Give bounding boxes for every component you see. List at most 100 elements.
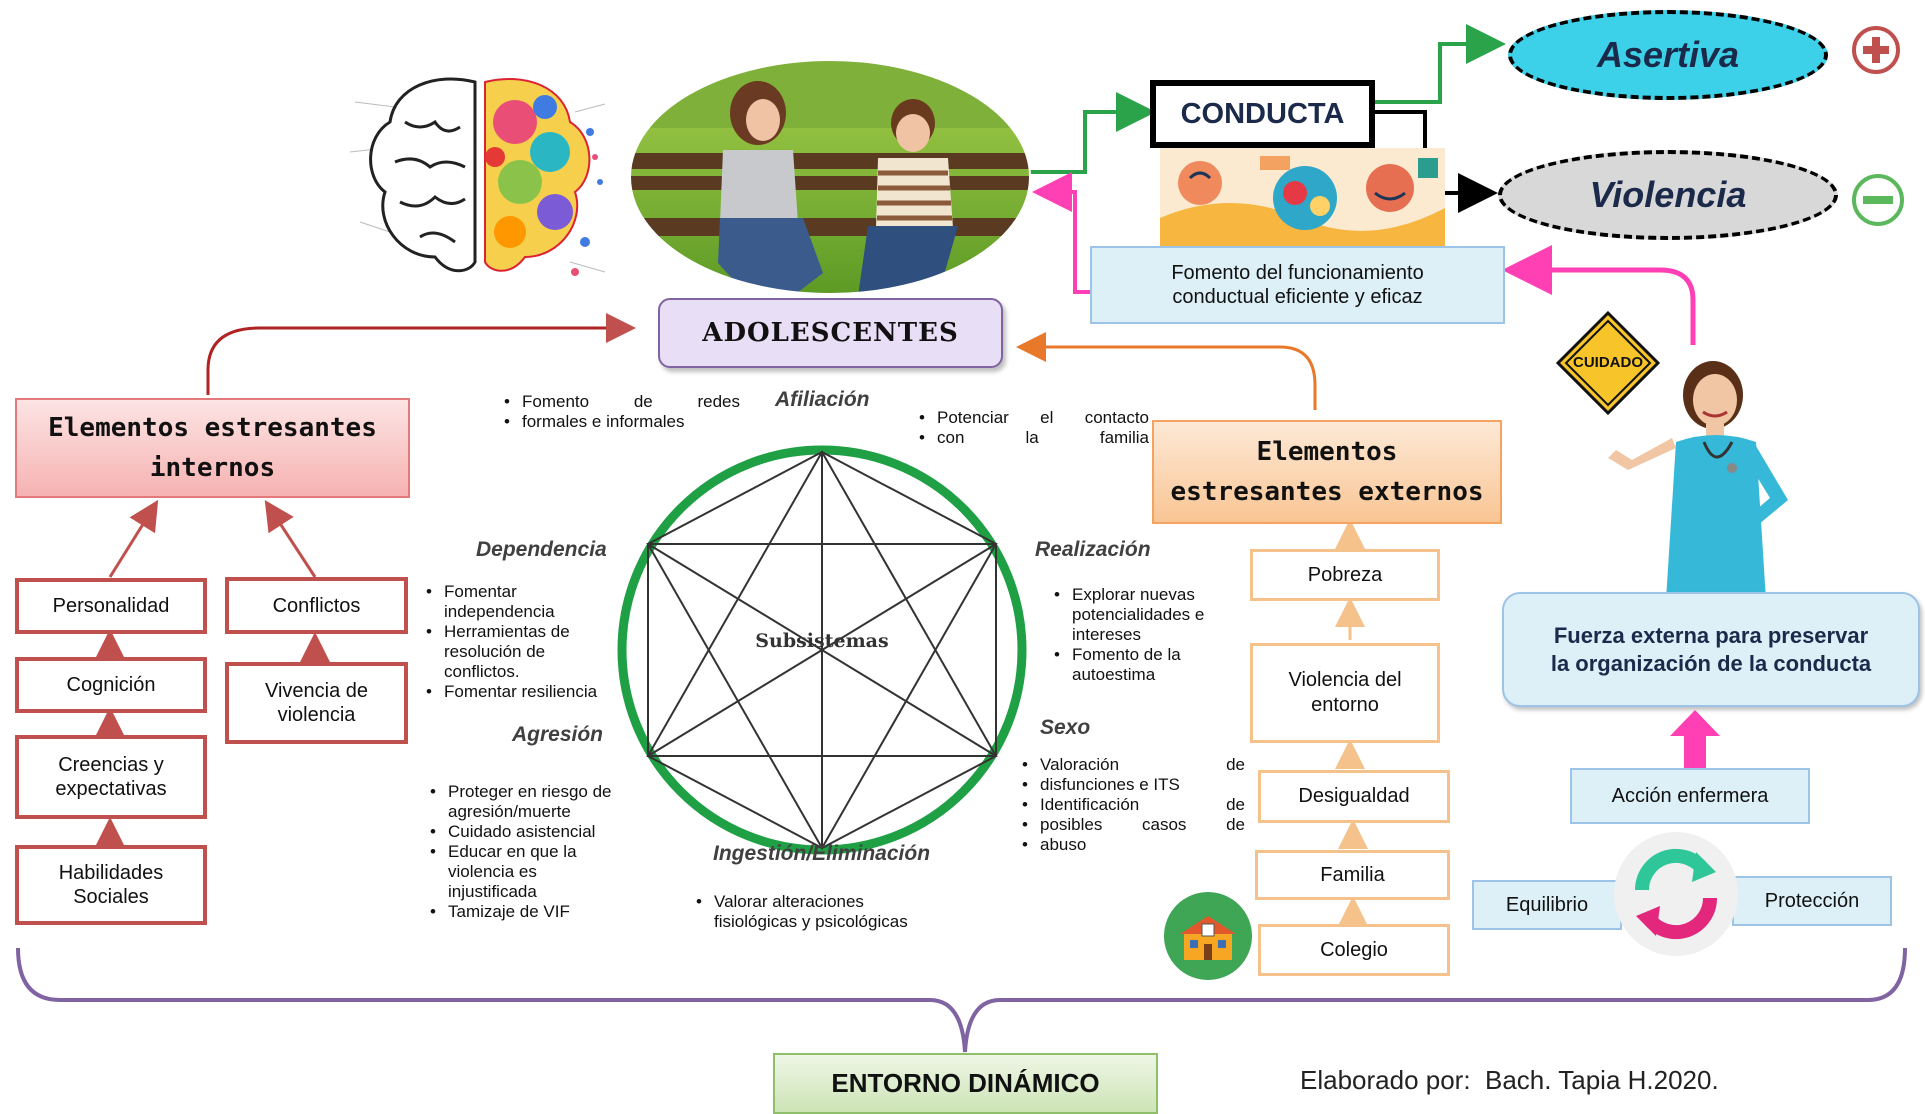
list-item: Cuidado asistencial: [430, 822, 658, 842]
asertiva-label: Asertiva: [1596, 34, 1740, 75]
conflictos-box: Conflictos: [225, 577, 408, 634]
accion-enfermera-box: Acción enfermera: [1570, 768, 1810, 824]
fuerza-externa-line-1: Fuerza externa para preservar: [1553, 622, 1869, 648]
familia-label: Familia: [1320, 863, 1385, 886]
sexo-label: Sexo: [1040, 716, 1091, 739]
list-item: Fomento de redes: [504, 392, 740, 412]
conflictos-label: Conflictos: [272, 594, 361, 617]
fomento-line-1: Fomento del funcionamiento: [1171, 262, 1424, 284]
creencias-box: Creencias y expectativas: [15, 735, 207, 819]
asertiva-oval: Asertiva: [1508, 10, 1828, 100]
internos-title-line-1: Elementos estresantes: [48, 413, 377, 443]
conducta-box: CONDUCTA: [1150, 80, 1375, 148]
realizacion-label: Realización: [1035, 538, 1151, 561]
list-item: disfunciones e ITS: [1022, 775, 1245, 795]
familia-box: Familia: [1255, 850, 1450, 900]
colegio-label: Colegio: [1320, 938, 1388, 961]
cycle-arrows-icon: [1612, 830, 1740, 958]
personalidad-label: Personalidad: [52, 595, 170, 617]
adolescents-photo: [628, 58, 1033, 296]
violencia-entorno-line-1: Violencia del: [1288, 669, 1402, 691]
list-item: Valoración de: [1022, 755, 1245, 775]
fomento-funcionamiento-box: Fomento del funcionamiento conductual ef…: [1090, 246, 1505, 324]
cognicion-box: Cognición: [15, 657, 207, 713]
list-item: posibles casos de: [1022, 815, 1245, 835]
ingestion-label: Ingestión/Eliminación: [713, 842, 931, 865]
afiliacion-left-list: Fomento de redes formales e informales: [500, 392, 740, 432]
violencia-entorno-box: Violencia del entorno: [1250, 643, 1440, 743]
externos-title-box: Elementos estresantes externos: [1152, 420, 1502, 524]
fomento-line-2: conductual eficiente y eficaz: [1172, 286, 1423, 308]
internos-title-box: Elementos estresantes internos: [15, 398, 410, 498]
list-item: con la familia: [919, 428, 1149, 448]
externos-title-line-2: estresantes externos: [1170, 477, 1484, 507]
list-item: Fomentar resiliencia: [426, 682, 639, 702]
equilibrio-box: Equilibrio: [1472, 880, 1622, 930]
caution-sign-label: CUIDADO: [1573, 354, 1643, 371]
cognicion-label: Cognición: [66, 674, 156, 696]
proteccion-box: Protección: [1732, 876, 1892, 926]
list-item: Identificación de: [1022, 795, 1245, 815]
habilidades-box: Habilidades Sociales: [15, 845, 207, 925]
school-icon: [1162, 890, 1254, 982]
habilidades-line-1: Habilidades: [58, 862, 164, 884]
afiliacion-right-list: Potenciar el contacto con la familia: [915, 408, 1149, 448]
list-item: Tamizaje de VIF: [430, 902, 658, 922]
caution-sign: CUIDADO: [1555, 310, 1661, 416]
adolescentes-label: ADOLESCENTES: [702, 318, 959, 348]
proteccion-label: Protección: [1764, 890, 1860, 912]
violencia-oval: Violencia: [1498, 150, 1838, 240]
violencia-entorno-line-2: entorno: [1311, 694, 1379, 716]
afiliacion-label: Afiliación: [775, 388, 870, 411]
desigualdad-label: Desigualdad: [1298, 785, 1410, 807]
creencias-line-2: expectativas: [55, 778, 167, 800]
credit-text: Elaborado por: Bach. Tapia H.2020.: [1300, 1065, 1719, 1095]
equilibrio-label: Equilibrio: [1505, 894, 1589, 916]
emotions-illustration: [1160, 148, 1445, 246]
sexo-list: Valoración de disfunciones e ITS Identif…: [1018, 755, 1245, 855]
brain-illustration: [345, 62, 615, 307]
habilidades-line-2: Sociales: [73, 886, 149, 908]
creencias-line-1: Creencias y: [58, 754, 164, 776]
personalidad-box: Personalidad: [15, 578, 207, 634]
pobreza-box: Pobreza: [1250, 549, 1440, 601]
list-item: Potenciar el contacto: [919, 408, 1149, 428]
dependencia-label: Dependencia: [476, 538, 607, 561]
plus-icon: [1850, 24, 1902, 76]
pobreza-label: Pobreza: [1307, 563, 1383, 586]
minus-icon: [1850, 172, 1906, 228]
agresion-label: Agresión: [512, 723, 604, 746]
vivencia-violencia-box: Vivencia de violencia: [225, 662, 408, 744]
violencia-label: Violencia: [1589, 174, 1747, 215]
desigualdad-box: Desigualdad: [1258, 770, 1450, 823]
accion-enfermera-label: Acción enfermera: [1611, 785, 1769, 807]
fuerza-externa-box: Fuerza externa para preservar la organiz…: [1502, 592, 1920, 707]
subsistemas-diagram: Subsistemas: [612, 440, 1032, 860]
subsistemas-center-label: Subsistemas: [755, 630, 889, 652]
list-item: abuso: [1022, 835, 1245, 855]
up-arrow-icon: [1668, 708, 1722, 770]
conducta-label: CONDUCTA: [1180, 97, 1345, 130]
internos-title-line-2: internos: [149, 453, 276, 483]
colegio-box: Colegio: [1258, 924, 1450, 976]
vivencia-line-2: violencia: [277, 704, 356, 726]
nurse-figure: [1608, 350, 1838, 600]
fuerza-externa-line-2: la organización de la conducta: [1550, 650, 1872, 676]
entorno-dinamico-box: ENTORNO DINÁMICO: [773, 1053, 1158, 1114]
adolescentes-box: ADOLESCENTES: [658, 298, 1003, 368]
list-item: formales e informales: [504, 412, 740, 432]
vivencia-line-1: Vivencia de: [264, 680, 369, 702]
externos-title-line-1: Elementos: [1256, 437, 1398, 467]
entorno-dinamico-label: ENTORNO DINÁMICO: [831, 1068, 1100, 1098]
